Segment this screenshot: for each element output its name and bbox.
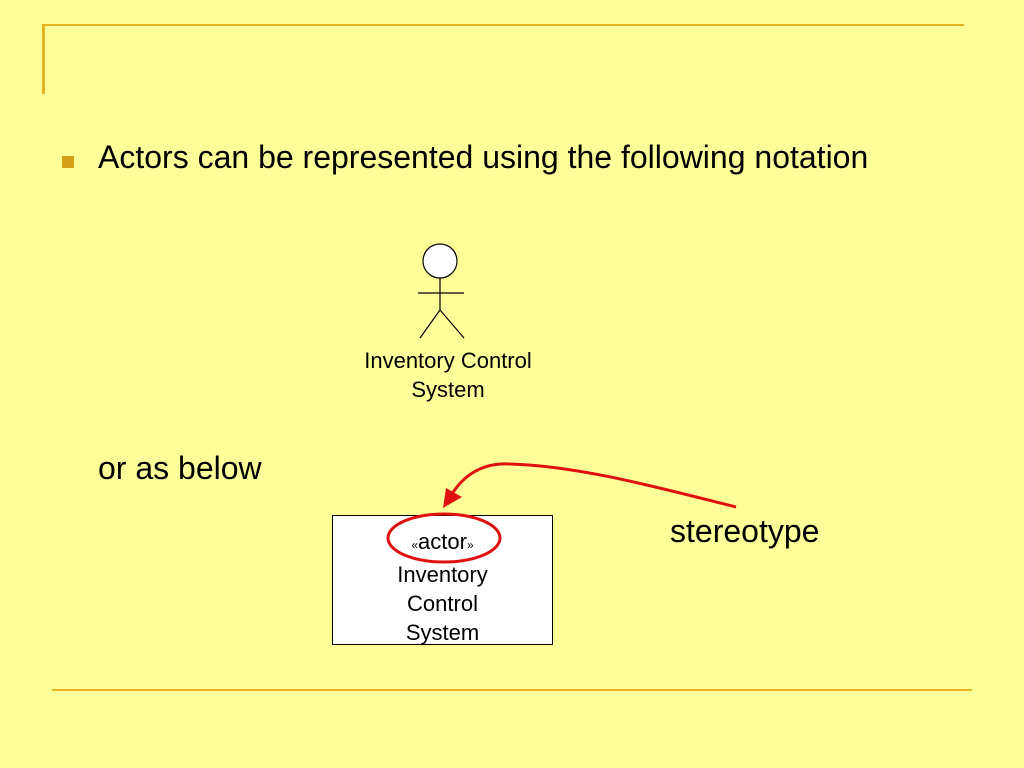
stereotype-name: actor [418, 529, 467, 554]
stick-figure-actor-icon [400, 238, 484, 347]
or-as-below-text: or as below [98, 450, 262, 486]
bullet-text: Actors can be represented using the foll… [98, 139, 869, 175]
stereotype-line: «actor» [333, 527, 552, 560]
stereotype-annotation-label: stereotype [670, 513, 820, 549]
annotation-arrow-curve [450, 462, 737, 509]
annotation-arrowhead-icon [443, 488, 462, 508]
frame-left-line [42, 24, 45, 94]
actor-label: Inventory Control System [364, 348, 532, 402]
guillemet-close: » [466, 538, 474, 552]
frame-top-line [42, 24, 964, 26]
actor-class-box: «actor» Inventory Control System [332, 515, 553, 645]
frame-bottom-line [52, 689, 972, 691]
bullet-square-icon [62, 156, 74, 168]
class-name-line-1: Inventory [397, 562, 488, 587]
class-name-line-2: Control [407, 591, 478, 616]
class-name-line-3: System [405, 620, 480, 645]
